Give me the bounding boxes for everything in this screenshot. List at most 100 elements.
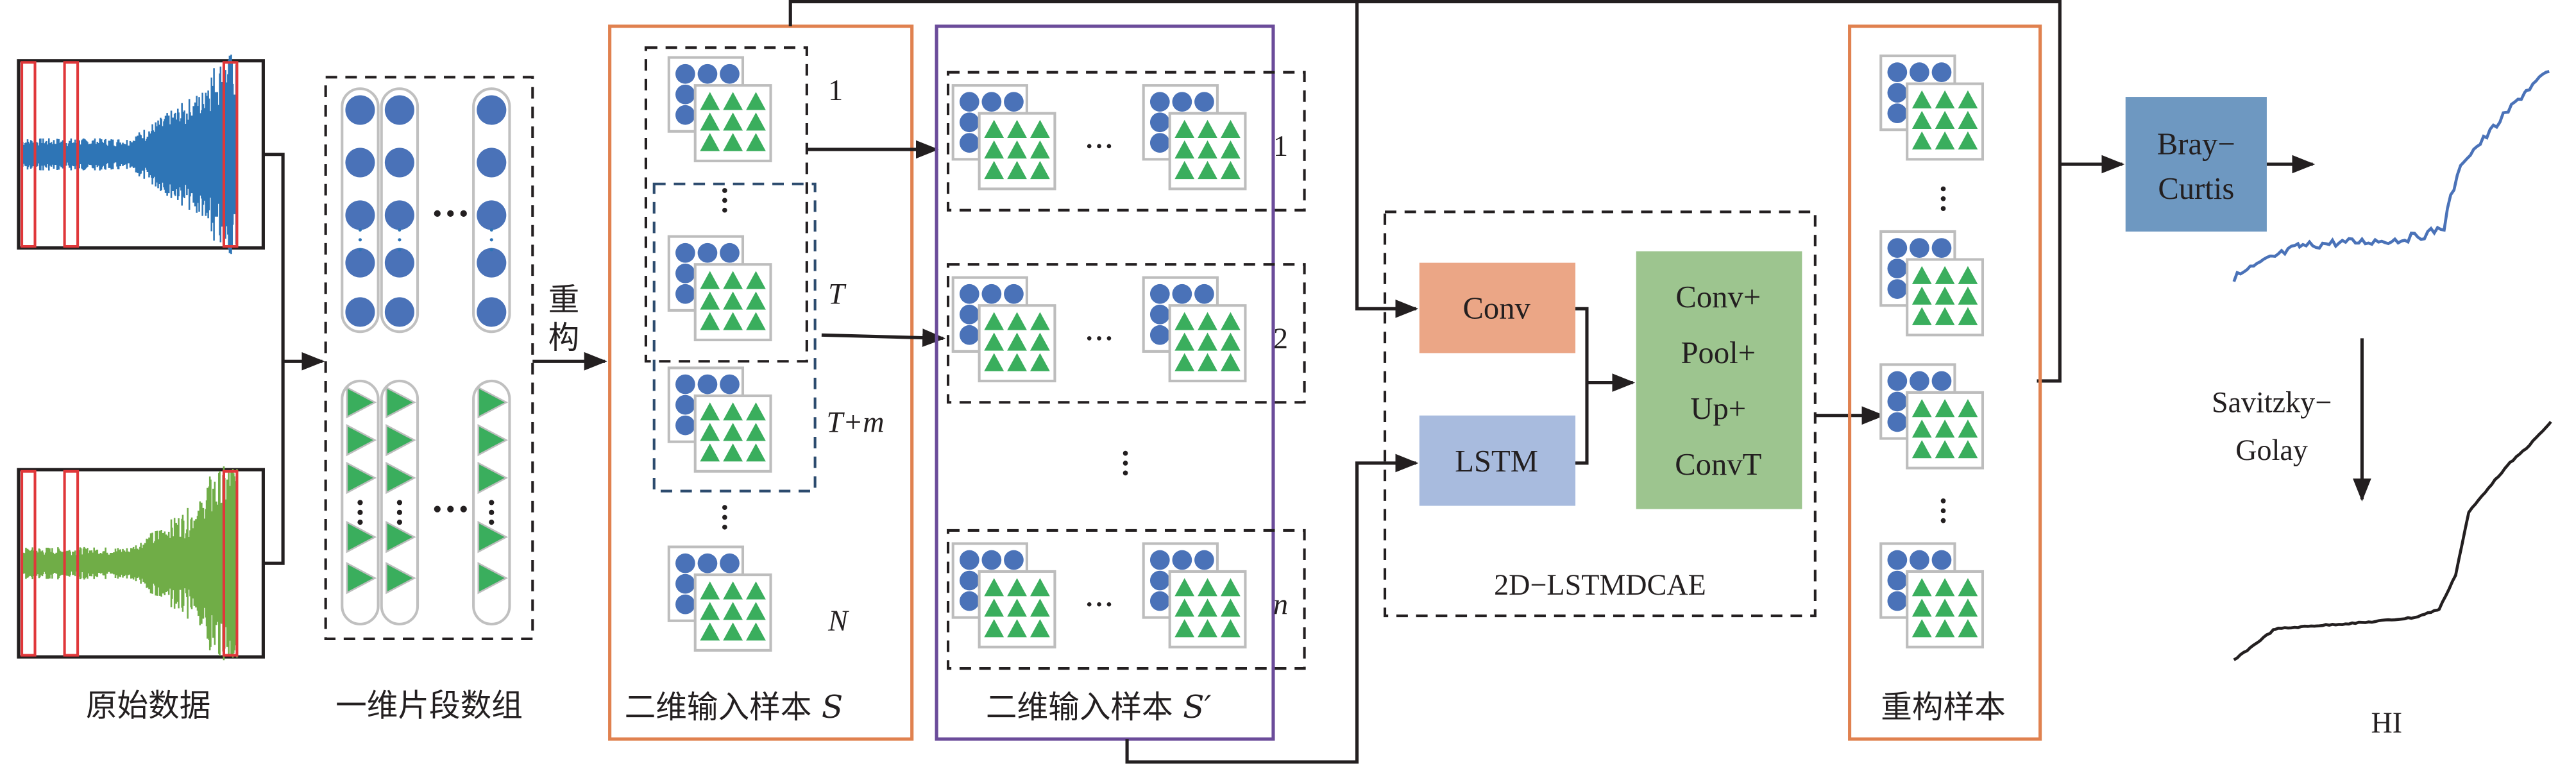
input-S-box [608, 24, 914, 741]
circle-node [981, 284, 1002, 304]
triangle-node [723, 112, 743, 131]
circle-node [675, 415, 695, 436]
sprime-row-box [946, 71, 1306, 212]
triangle-node [746, 622, 766, 641]
triangle-node [723, 443, 743, 462]
raw-signal-panel-top [17, 55, 265, 255]
triangle-node [1935, 131, 1955, 149]
triangle-node [1221, 578, 1241, 597]
circle-node [1887, 259, 1908, 278]
triangle-node [1030, 140, 1050, 159]
triangle-node [1911, 619, 1932, 638]
triangle-node [1935, 399, 1955, 418]
triangle-node [700, 423, 720, 441]
sample-card [667, 235, 772, 342]
triangle-node [723, 602, 743, 620]
triangle-node [700, 133, 720, 151]
triangle-node [1007, 140, 1027, 159]
window-marker [63, 470, 80, 657]
circle-node [1931, 371, 1952, 391]
segment-triangle [386, 461, 416, 495]
triangle-node [1935, 286, 1955, 305]
triangle-node [746, 133, 766, 151]
triangle-node [1935, 598, 1955, 617]
circle-node [959, 550, 979, 570]
triangle-node [1221, 332, 1241, 351]
triangle-node [1958, 307, 1978, 325]
triangle-node [1174, 332, 1195, 351]
circle-node [1931, 62, 1952, 83]
triangle-node [723, 622, 743, 641]
triangle-node [1911, 307, 1932, 325]
segment-ellipsis-dot [447, 210, 454, 217]
savgol-line-1: Savitzky− [2212, 386, 2332, 419]
segment-circle [477, 95, 507, 125]
circle-node [1194, 92, 1214, 112]
triangle-node [984, 598, 1004, 617]
triangle-node [1221, 160, 1241, 180]
triangle-node [723, 581, 743, 600]
triangle-node [746, 291, 766, 310]
circle-node [1887, 279, 1908, 299]
input-S-samples [667, 56, 772, 652]
triangle-node [723, 423, 743, 441]
triangle-node [984, 619, 1004, 638]
triangle-node [1007, 119, 1027, 139]
triangle-node [746, 271, 766, 289]
sample-card [1142, 542, 1247, 649]
triangle-node [1911, 90, 1932, 108]
lstm-block [1419, 415, 1576, 506]
sprime-ellipsis-dot [1097, 144, 1101, 149]
triangle-node [700, 443, 720, 462]
segment-triangle [346, 386, 377, 419]
triangle-node [1030, 353, 1050, 371]
segment-triangle [477, 562, 509, 595]
merge-wire [1575, 307, 1589, 465]
triangle-node [1030, 598, 1050, 617]
triangle-node [700, 581, 720, 600]
savgol-line-2: Golay [2235, 434, 2308, 466]
input-Sprime-box [935, 24, 1275, 741]
segment-dot [358, 228, 362, 232]
circle-node [959, 591, 979, 611]
segment-dot [398, 248, 402, 251]
raw-hi-curve [2232, 70, 2550, 282]
triangle-node [1935, 110, 1955, 129]
triangle-node [700, 271, 720, 289]
decoder-block [1636, 251, 1802, 509]
triangle-node [1911, 131, 1932, 149]
triangle-node [1174, 119, 1195, 139]
segment-dot [358, 248, 362, 251]
triangle-node [1911, 420, 1932, 438]
segment-triangle [477, 423, 509, 457]
sprime-ellipsis-dot [1087, 602, 1092, 607]
segment-circle [477, 248, 507, 278]
window-markers-bottom [20, 470, 239, 657]
triangle-node [1935, 578, 1955, 597]
bray-curtis-block [2125, 97, 2267, 232]
triangle-node [1221, 353, 1241, 371]
triangle-node [1935, 420, 1955, 438]
triangle-node [1030, 332, 1050, 351]
triangle-node [1198, 140, 1217, 159]
triangle-node [723, 402, 743, 421]
reshape-label-1: 重 [548, 282, 580, 318]
triangle-node [700, 291, 720, 310]
circle-node [1149, 92, 1170, 112]
segment-dot [489, 248, 493, 251]
bray-curtis-line-1: Bray− [2157, 127, 2235, 162]
circle-node [1887, 412, 1908, 432]
window-markers-top [20, 61, 239, 248]
window-Tm-box [652, 182, 817, 493]
triangle-node [1911, 598, 1932, 617]
triangle-node [723, 312, 743, 330]
triangle-node [700, 402, 720, 421]
decoder-line-2: Pool+ [1681, 335, 1756, 370]
triangle-node [1030, 312, 1050, 330]
triangle-node [1198, 353, 1217, 371]
decoder-line-4: ConvT [1675, 447, 1761, 482]
input-S-vdots-2 [722, 505, 727, 530]
triangle-node [984, 119, 1004, 139]
segment-array-label: 一维片段数组 [335, 688, 523, 724]
